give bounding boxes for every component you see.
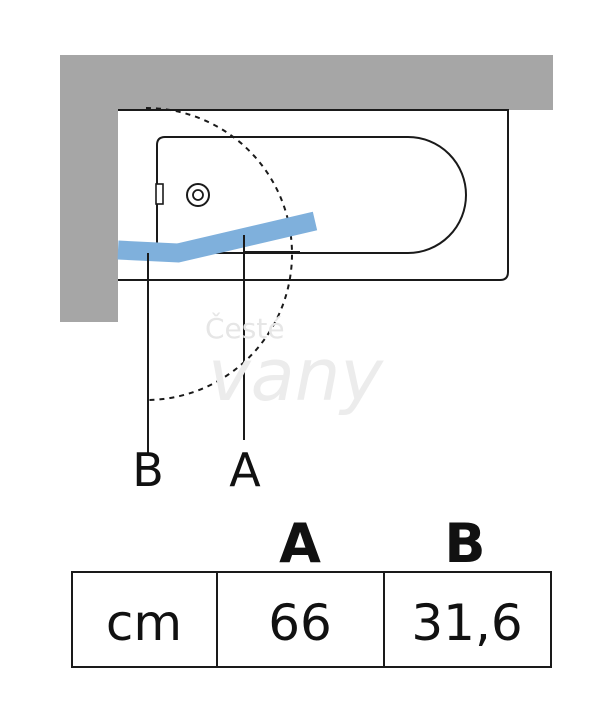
drain-inner-icon (192, 189, 204, 201)
wall (60, 55, 553, 322)
drain-icon (186, 183, 210, 207)
table-value-a: 66 (268, 594, 332, 652)
callout-label-a: A (229, 443, 261, 497)
table-value-b: 31,6 (411, 594, 522, 652)
glass-panel (117, 211, 318, 263)
bathtub-basin (156, 136, 467, 254)
table-unit-cell: cm (106, 594, 182, 652)
overflow-slot (155, 183, 164, 205)
table-header-a: A (279, 512, 321, 575)
watermark-small: Česté (205, 311, 285, 345)
dimension-table (71, 571, 552, 668)
callout-label-b: B (132, 443, 164, 497)
watermark-large: vany (208, 333, 384, 417)
table-header-b: B (444, 512, 485, 575)
